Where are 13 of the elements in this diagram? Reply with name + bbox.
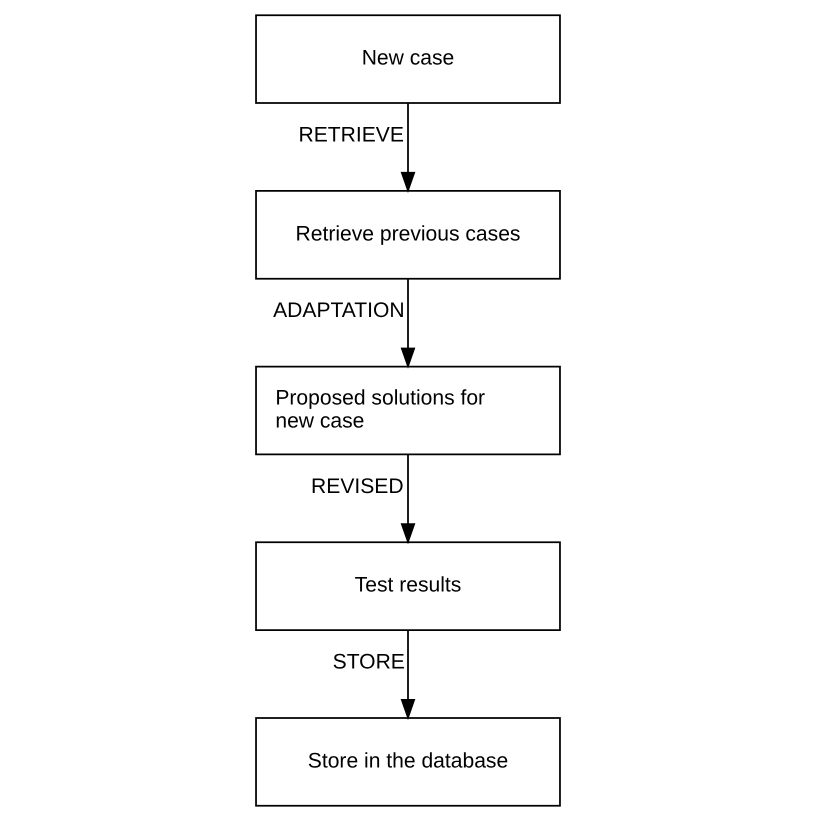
arrow — [400, 454, 416, 544]
node-box: Proposed solutions for new case — [255, 366, 561, 456]
node-box: Retrieve previous cases — [255, 190, 561, 280]
arrow — [400, 103, 416, 194]
node-box: Test results — [255, 541, 561, 631]
edge-label: RETRIEVE — [298, 123, 404, 146]
node-box: Store in the database — [255, 717, 561, 807]
arrow — [400, 279, 416, 369]
node-box: New case — [255, 14, 561, 104]
edge-label: STORE — [332, 650, 405, 674]
edge-label: REVISED — [311, 474, 404, 498]
arrow — [400, 630, 416, 720]
edge-label: ADAPTATION — [273, 299, 405, 322]
